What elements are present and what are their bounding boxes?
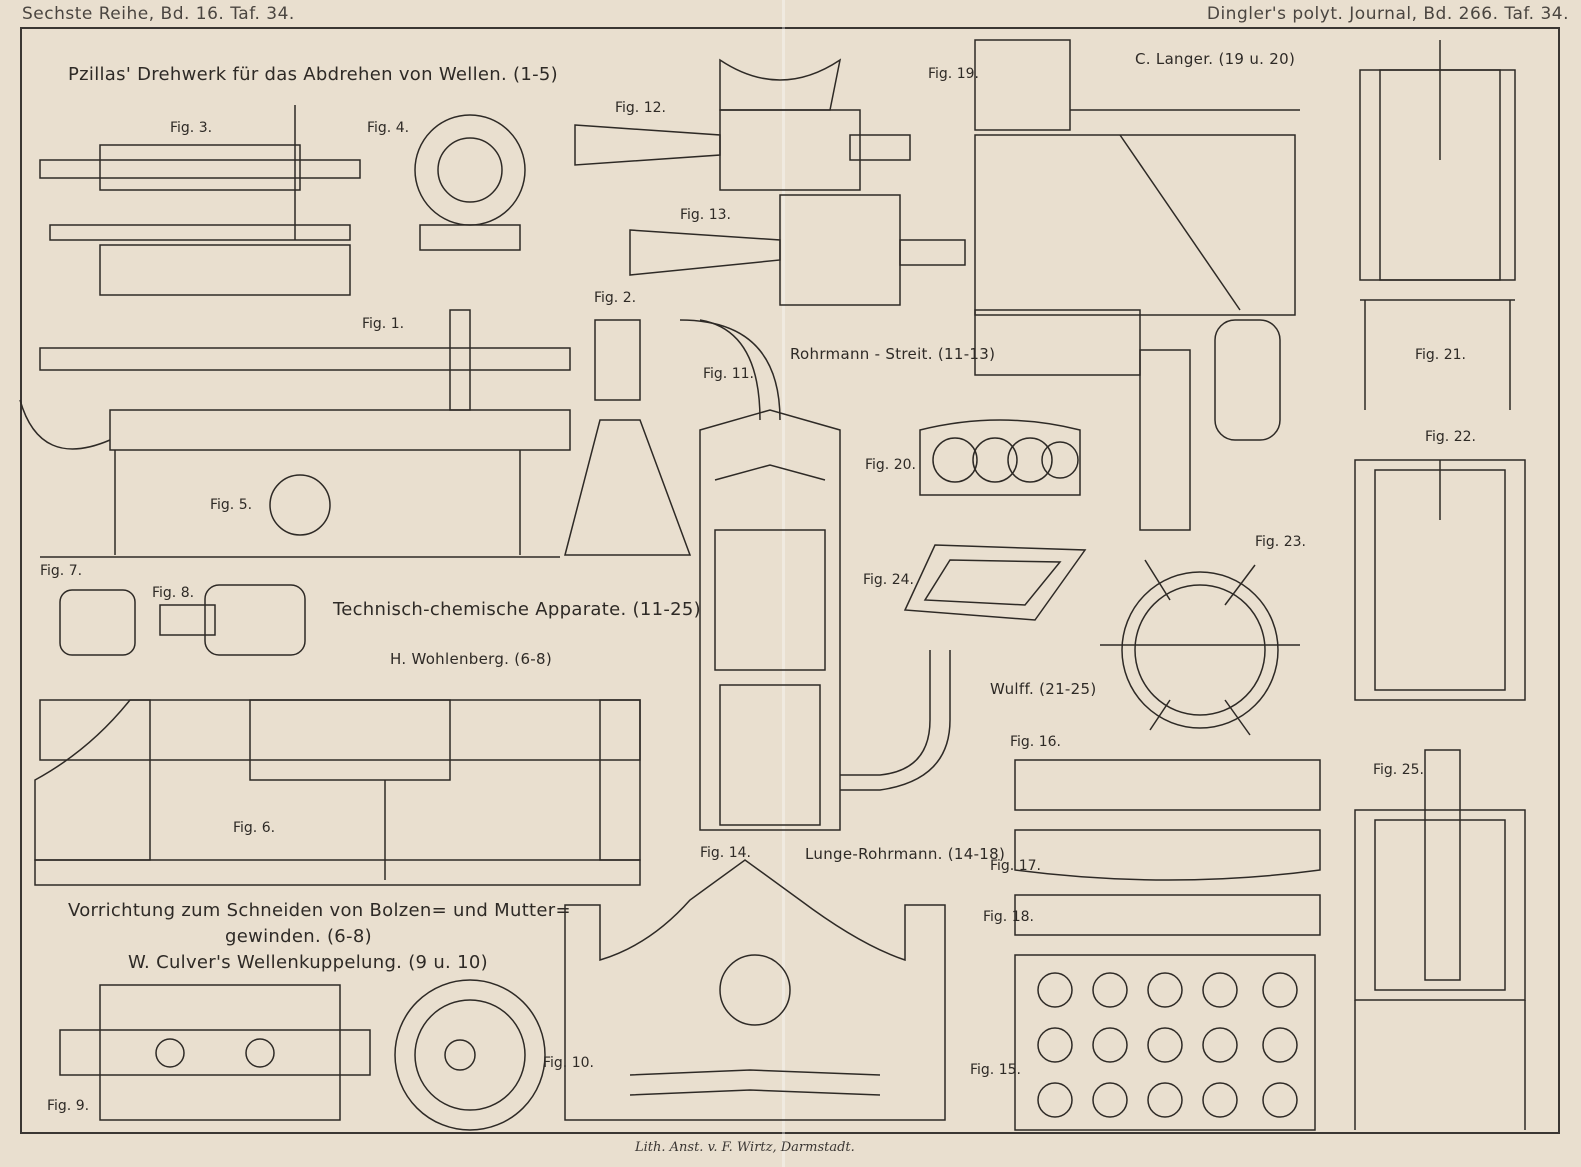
fig-3-label: Fig. 3. [170,120,213,136]
fig6-drawing [34,699,641,886]
title-vorrichtung-line2: gewinden. (6-8) [225,926,372,947]
title-langer: C. Langer. (19 u. 20) [1135,50,1296,68]
fig-11-label: Fig. 11. [703,366,754,382]
title-pzillas: Pzillas' Drehwerk für das Abdrehen von W… [68,64,558,85]
fig7-8-drawing [59,584,306,656]
title-vorrichtung-line1: Vorrichtung zum Schneiden von Bolzen= un… [68,900,571,921]
title-technisch-chemische: Technisch-chemische Apparate. (11-25) [333,599,701,620]
header-left: Sechste Reihe, Bd. 16. Taf. 34. [22,4,295,24]
title-wohlenberg: H. Wohlenberg. (6-8) [390,650,553,668]
fig10-drawing [394,979,546,1131]
fig13-drawing [629,194,966,306]
fig-1-label: Fig. 1. [362,316,405,332]
fig19-drawing [974,39,1300,531]
fig-15-label: Fig. 15. [970,1062,1021,1078]
fig-25-label: Fig. 25. [1373,762,1424,778]
fig25-drawing [1354,749,1526,1130]
fig4-drawing [414,114,526,251]
fig5-drawing [269,474,331,536]
fig24-drawing [903,544,1087,621]
fig1-drawing [19,309,571,558]
fig22-drawing [1354,459,1526,701]
fig2-drawing [564,319,692,556]
fig-8-label: Fig. 8. [152,585,195,601]
fig-24-label: Fig. 24. [863,572,914,588]
fig16-18-drawing [1014,759,1321,936]
fig20-drawing [919,419,1081,496]
fig-10-label: Fig. 10. [543,1055,594,1071]
fig14-drawing [564,859,946,1121]
fold-line [782,0,785,1167]
title-wulff: Wulff. (21-25) [990,680,1097,698]
fig-17-label: Fig. 17. [990,858,1041,874]
fig-21-label: Fig. 21. [1415,347,1466,363]
fig23-drawing [1100,559,1300,736]
header-right: Dingler's polyt. Journal, Bd. 266. Taf. … [1206,4,1569,24]
fig11-drawing [679,319,951,831]
fig-13-label: Fig. 13. [680,207,731,223]
fig3-drawing [39,105,361,296]
fig-9-label: Fig. 9. [47,1098,90,1114]
title-rohrmann-streit: Rohrmann - Streit. (11-13) [790,345,996,363]
fig12-drawing [574,58,911,191]
fig-18-label: Fig. 18. [983,909,1034,925]
fig-7-label: Fig. 7. [40,563,83,579]
title-culver: W. Culver's Wellenkuppelung. (9 u. 10) [128,952,488,973]
fig-23-label: Fig. 23. [1255,534,1306,550]
fig-16-label: Fig. 16. [1010,734,1061,750]
fig-19-label: Fig. 19. [928,66,979,82]
fig-4-label: Fig. 4. [367,120,410,136]
fig21-drawing [1359,40,1516,410]
fig-20-label: Fig. 20. [865,457,916,473]
plate-frame [20,27,1560,1134]
fig-22-label: Fig. 22. [1425,429,1476,445]
fig15-drawing [1014,954,1316,1131]
fig-5-label: Fig. 5. [210,497,253,513]
lithographer-imprint: Lith. Anst. v. F. Wirtz, Darmstadt. [635,1140,855,1155]
fig-2-label: Fig. 2. [594,290,637,306]
title-lunge-rohrmann: Lunge-Rohrmann. (14-18) [805,845,1006,863]
fig-12-label: Fig. 12. [615,100,666,116]
fig-6-label: Fig. 6. [233,820,276,836]
fig-14-label: Fig. 14. [700,845,751,861]
fig9-drawing [59,984,371,1121]
